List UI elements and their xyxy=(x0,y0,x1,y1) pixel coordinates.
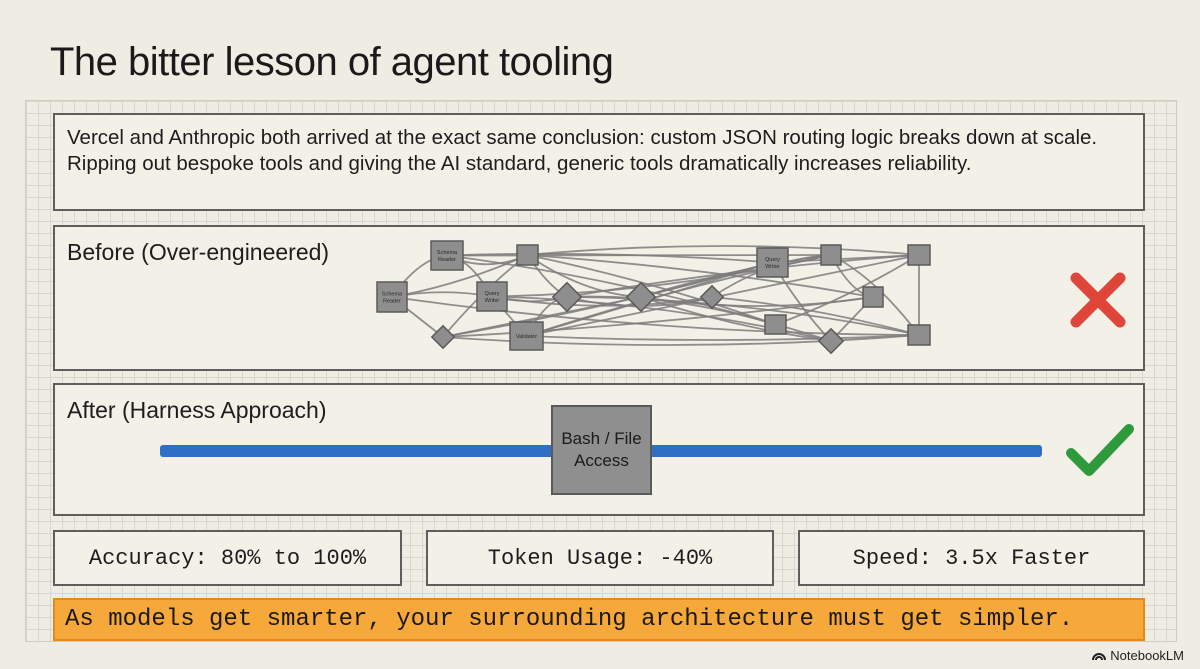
graph-node-label: Schema xyxy=(382,292,403,298)
before-label: Before (Over-engineered) xyxy=(67,239,330,265)
graph-node xyxy=(820,244,842,266)
graph-node xyxy=(756,247,789,278)
graph-edge xyxy=(640,254,832,298)
green-check-icon xyxy=(1066,424,1134,476)
red-x-icon xyxy=(1070,272,1126,328)
graph-node xyxy=(516,244,539,266)
graph-node xyxy=(476,281,508,312)
graph-edge xyxy=(640,296,832,342)
graph-node-label: Schema xyxy=(437,250,458,256)
graph-edge xyxy=(526,254,642,298)
graph-node-label: Writer xyxy=(485,298,500,304)
stat-accuracy: Accuracy: 80% to 100% xyxy=(53,530,402,586)
after-panel: After (Harness Approach) Bash / File Acc… xyxy=(53,383,1145,516)
tangled-graph: SchemaReaderSchemaReaderQueryWriterValid… xyxy=(376,240,931,355)
graph-edge xyxy=(391,296,920,336)
graph-node xyxy=(430,324,456,350)
graph-node-label: Reader xyxy=(383,299,401,305)
graph-node-label: Query xyxy=(485,291,500,297)
graph-node xyxy=(699,284,725,310)
stat-speed: Speed: 3.5x Faster xyxy=(798,530,1145,586)
graph-node xyxy=(764,314,787,335)
graph-edge xyxy=(527,254,874,298)
bash-file-access-node: Bash / File Access xyxy=(551,405,652,495)
graph-node xyxy=(817,327,845,355)
graph-node-label: Writer xyxy=(765,264,780,270)
graph-node xyxy=(376,281,408,313)
stat-token-usage: Token Usage: -40% xyxy=(426,530,774,586)
intro-text: Vercel and Anthropic both arrived at the… xyxy=(53,113,1145,211)
graph-node xyxy=(907,244,931,266)
graph-node-label: Reader xyxy=(438,257,456,263)
brand-name: NotebookLM xyxy=(1110,648,1184,663)
graph-node xyxy=(551,281,583,313)
slide-title: The bitter lesson of agent tooling xyxy=(50,40,614,84)
notebooklm-logo-icon xyxy=(1092,653,1107,661)
graph-node-label: Query xyxy=(765,257,780,263)
after-label: After (Harness Approach) xyxy=(67,397,327,423)
brand: NotebookLM xyxy=(1092,648,1184,663)
graph-edge xyxy=(566,296,920,336)
graph-edge xyxy=(527,245,920,256)
graph-node xyxy=(862,286,884,308)
graph-edge xyxy=(442,334,920,346)
graph-node xyxy=(625,281,657,313)
graph-node xyxy=(509,321,544,351)
graph-node-label: Validator xyxy=(516,334,537,340)
graph-node xyxy=(430,240,464,271)
conclusion-banner: As models get smarter, your surrounding … xyxy=(53,598,1145,641)
graph-edge xyxy=(526,334,920,341)
graph-edge xyxy=(775,254,920,326)
graph-edge xyxy=(711,296,920,336)
graph-node xyxy=(907,324,931,346)
